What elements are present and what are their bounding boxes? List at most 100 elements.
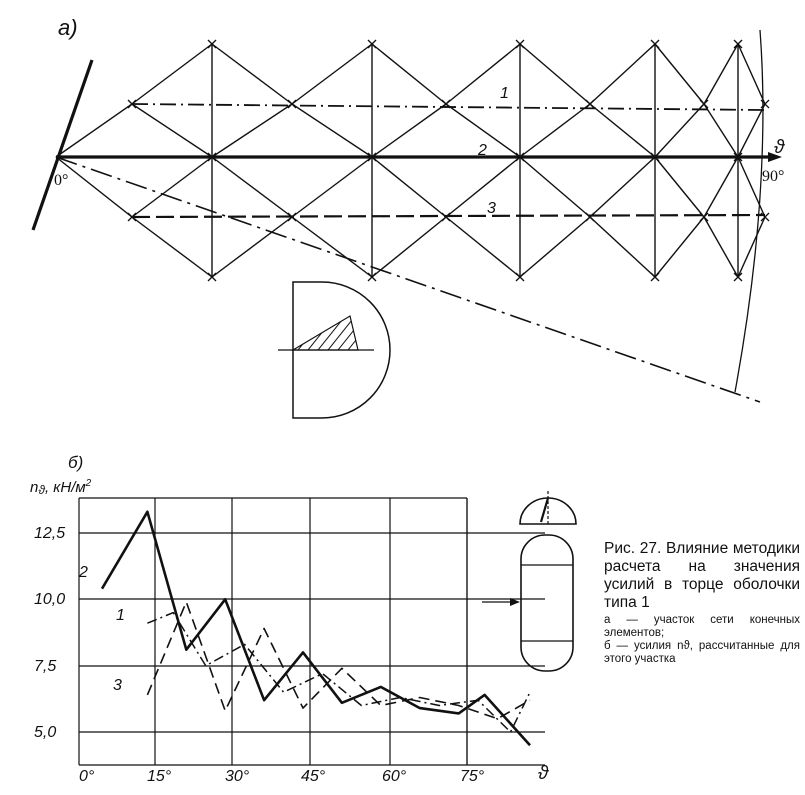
ray-2-label: 2 xyxy=(477,142,487,159)
mesh-edge xyxy=(703,216,739,278)
mesh-edge xyxy=(519,103,591,158)
mesh-net xyxy=(55,43,766,278)
mesh-diagram: а) 0° 90° ϑ 1 2 3 xyxy=(31,15,785,419)
mesh-edge xyxy=(211,216,293,278)
mesh-edge xyxy=(371,43,447,105)
mesh-node xyxy=(760,212,770,222)
mesh-edge xyxy=(131,216,213,278)
series-label-1: 1 xyxy=(116,607,125,624)
caption-legend-b: б — усилия nϑ, рассчитанные для этого уч… xyxy=(604,640,800,665)
mesh-edge xyxy=(291,156,373,218)
mesh-edge xyxy=(131,43,213,105)
mesh-edge xyxy=(291,216,373,278)
angle-end-label: 90° xyxy=(762,168,784,185)
mesh-edge xyxy=(131,156,213,218)
figure-caption: Рис. 27. Влияние методики расчета на зна… xyxy=(604,540,800,666)
x-axis-symbol: ϑ xyxy=(538,763,549,784)
mesh-node xyxy=(699,212,709,222)
chart-series xyxy=(100,510,531,747)
y-tick-label: 12,5 xyxy=(34,525,65,542)
mesh-edge xyxy=(55,156,133,218)
series-line-2 xyxy=(100,510,531,747)
mesh-node xyxy=(699,99,709,109)
chart-ticks: 12,510,07,55,00°15°30°45°60°75° xyxy=(34,525,485,785)
mesh-edge xyxy=(654,156,705,218)
mesh-node xyxy=(733,272,743,282)
mesh-edge xyxy=(519,156,591,218)
series-line-3 xyxy=(146,601,531,720)
mesh-node xyxy=(515,272,525,282)
axis-symbol-label: ϑ xyxy=(774,137,785,158)
left-edge-line xyxy=(31,59,94,231)
mesh-edge xyxy=(371,103,447,158)
mesh-edge xyxy=(519,43,591,105)
mesh-edge xyxy=(703,156,739,218)
mesh-edge xyxy=(737,103,766,158)
mesh-edge xyxy=(55,103,133,158)
mesh-edge xyxy=(371,216,447,278)
mesh-edge xyxy=(589,103,656,158)
chart-grid xyxy=(78,497,545,766)
series-label-2: 2 xyxy=(78,564,88,581)
x-tick-label: 30° xyxy=(225,768,250,785)
ray-1-label: 1 xyxy=(500,85,509,102)
ray-3-line xyxy=(131,213,766,219)
mesh-node xyxy=(367,39,377,49)
mesh-edge xyxy=(445,216,521,278)
mesh-node xyxy=(650,272,660,282)
mesh-edge xyxy=(703,103,739,158)
mesh-edge xyxy=(445,156,521,218)
mesh-edge xyxy=(737,156,766,218)
x-tick-label: 15° xyxy=(147,768,172,785)
x-tick-label: 45° xyxy=(301,768,326,785)
mesh-edge xyxy=(737,216,766,278)
right-edge-arc xyxy=(734,29,764,393)
mesh-edge xyxy=(654,43,705,105)
caption-legend: а — участок сети конечных элементов; б —… xyxy=(604,614,800,666)
mesh-nodes xyxy=(127,39,770,282)
mesh-edge xyxy=(737,43,766,105)
mesh-edge xyxy=(291,43,373,105)
mesh-edge xyxy=(291,103,373,158)
axis-arrowhead xyxy=(768,152,782,162)
mesh-node xyxy=(207,272,217,282)
mesh-node xyxy=(585,212,595,222)
mesh-edge xyxy=(519,216,591,278)
caption-legend-a: а — участок сети конечных элементов; xyxy=(604,614,800,639)
mesh-edge xyxy=(211,156,293,218)
mesh-edge xyxy=(131,103,213,158)
panel-a-label: а) xyxy=(58,15,78,40)
mesh-edge xyxy=(654,103,705,158)
mesh-node xyxy=(585,99,595,109)
mesh-node xyxy=(650,39,660,49)
angle-start-label: 0° xyxy=(54,172,68,189)
mesh-node xyxy=(515,39,525,49)
series-label-3: 3 xyxy=(113,677,122,694)
mesh-edge xyxy=(589,216,656,278)
ray-3-label: 3 xyxy=(487,200,496,217)
mesh-edge xyxy=(703,43,739,105)
mesh-node xyxy=(367,272,377,282)
y-tick-label: 5,0 xyxy=(34,724,56,741)
panel-b-label: б) xyxy=(68,453,83,472)
shell-schematic xyxy=(519,491,577,672)
half-disk-inset xyxy=(278,281,391,419)
mesh-node xyxy=(733,39,743,49)
x-tick-label: 75° xyxy=(460,768,485,785)
y-axis-title: nϑ, кН/м2 xyxy=(30,478,92,497)
mesh-edge xyxy=(445,43,521,105)
mesh-edge xyxy=(589,156,656,218)
y-tick-label: 10,0 xyxy=(34,591,65,608)
mesh-edge xyxy=(654,216,705,278)
caption-title: Рис. 27. Влияние методики расчета на зна… xyxy=(604,540,800,611)
series-line-1 xyxy=(147,611,531,733)
mesh-edge xyxy=(371,156,447,218)
mesh-edge xyxy=(211,103,293,158)
sector-boundary-line xyxy=(55,156,761,403)
mesh-node xyxy=(207,39,217,49)
mesh-edge xyxy=(445,103,521,158)
mesh-node xyxy=(287,99,297,109)
x-tick-label: 0° xyxy=(79,768,95,785)
mesh-edge xyxy=(211,43,293,105)
mesh-edge xyxy=(589,43,656,105)
